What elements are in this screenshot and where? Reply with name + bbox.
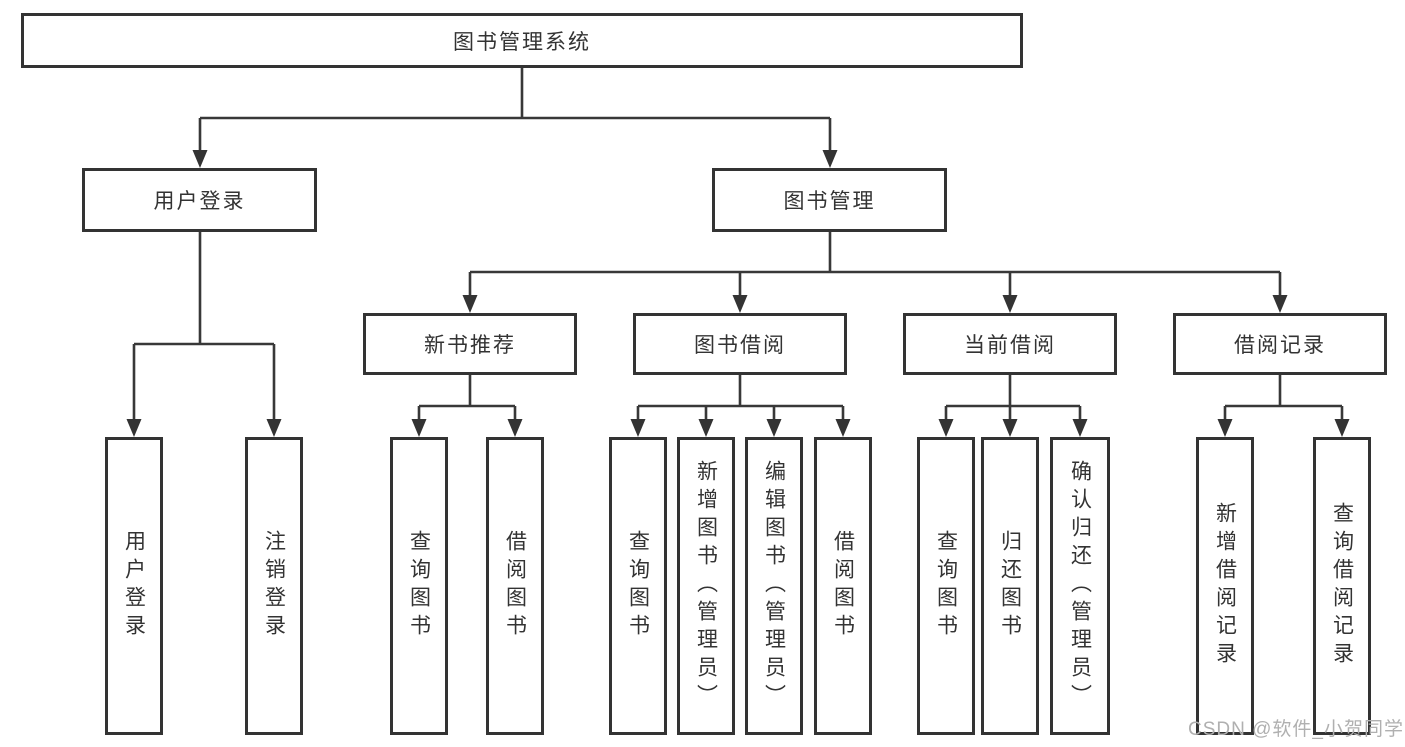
leaf-add-books-admin: 新增图书（管理员） bbox=[677, 437, 735, 735]
leaf-logout-login: 注销登录 bbox=[245, 437, 303, 735]
leaf-label: 用户登录 bbox=[122, 530, 146, 642]
leaf-label: 借阅图书 bbox=[503, 530, 527, 642]
leaf-edit-books-admin: 编辑图书（管理员） bbox=[745, 437, 803, 735]
node-new-book-recommend: 新书推荐 bbox=[363, 313, 577, 375]
leaf-label: 查询图书 bbox=[626, 530, 650, 642]
leaf-add-borrow-record: 新增借阅记录 bbox=[1196, 437, 1254, 735]
leaf-query-books-3: 查询图书 bbox=[917, 437, 975, 735]
node-book-management: 图书管理 bbox=[712, 168, 947, 232]
leaf-label: 查询图书 bbox=[407, 530, 431, 642]
leaf-confirm-return-admin: 确认归还（管理员） bbox=[1050, 437, 1110, 735]
leaf-label: 确认归还（管理员） bbox=[1068, 460, 1092, 712]
node-book-borrowing: 图书借阅 bbox=[633, 313, 847, 375]
arrowheads bbox=[126, 150, 1350, 437]
leaf-label: 归还图书 bbox=[998, 530, 1022, 642]
leaf-borrow-books-2: 借阅图书 bbox=[814, 437, 872, 735]
node-user-login: 用户登录 bbox=[82, 168, 317, 232]
leaf-borrow-books-1: 借阅图书 bbox=[486, 437, 544, 735]
leaf-label: 查询图书 bbox=[934, 530, 958, 642]
leaf-query-books-2: 查询图书 bbox=[609, 437, 667, 735]
leaf-return-books: 归还图书 bbox=[981, 437, 1039, 735]
leaf-query-books-1: 查询图书 bbox=[390, 437, 448, 735]
leaf-query-borrow-record: 查询借阅记录 bbox=[1313, 437, 1371, 735]
leaf-label: 借阅图书 bbox=[831, 530, 855, 642]
connector-segments bbox=[132, 68, 1344, 420]
leaf-label: 查询借阅记录 bbox=[1330, 502, 1354, 670]
leaf-user-login: 用户登录 bbox=[105, 437, 163, 735]
node-borrowing-records: 借阅记录 bbox=[1173, 313, 1387, 375]
node-library-system: 图书管理系统 bbox=[21, 13, 1023, 68]
csdn-watermark: CSDN @软件_小贺同学 bbox=[1188, 719, 1404, 740]
leaf-label: 注销登录 bbox=[262, 530, 286, 642]
node-current-borrowing: 当前借阅 bbox=[903, 313, 1117, 375]
leaf-label: 新增借阅记录 bbox=[1213, 502, 1237, 670]
leaf-label: 新增图书（管理员） bbox=[694, 460, 718, 712]
leaf-label: 编辑图书（管理员） bbox=[762, 460, 786, 712]
